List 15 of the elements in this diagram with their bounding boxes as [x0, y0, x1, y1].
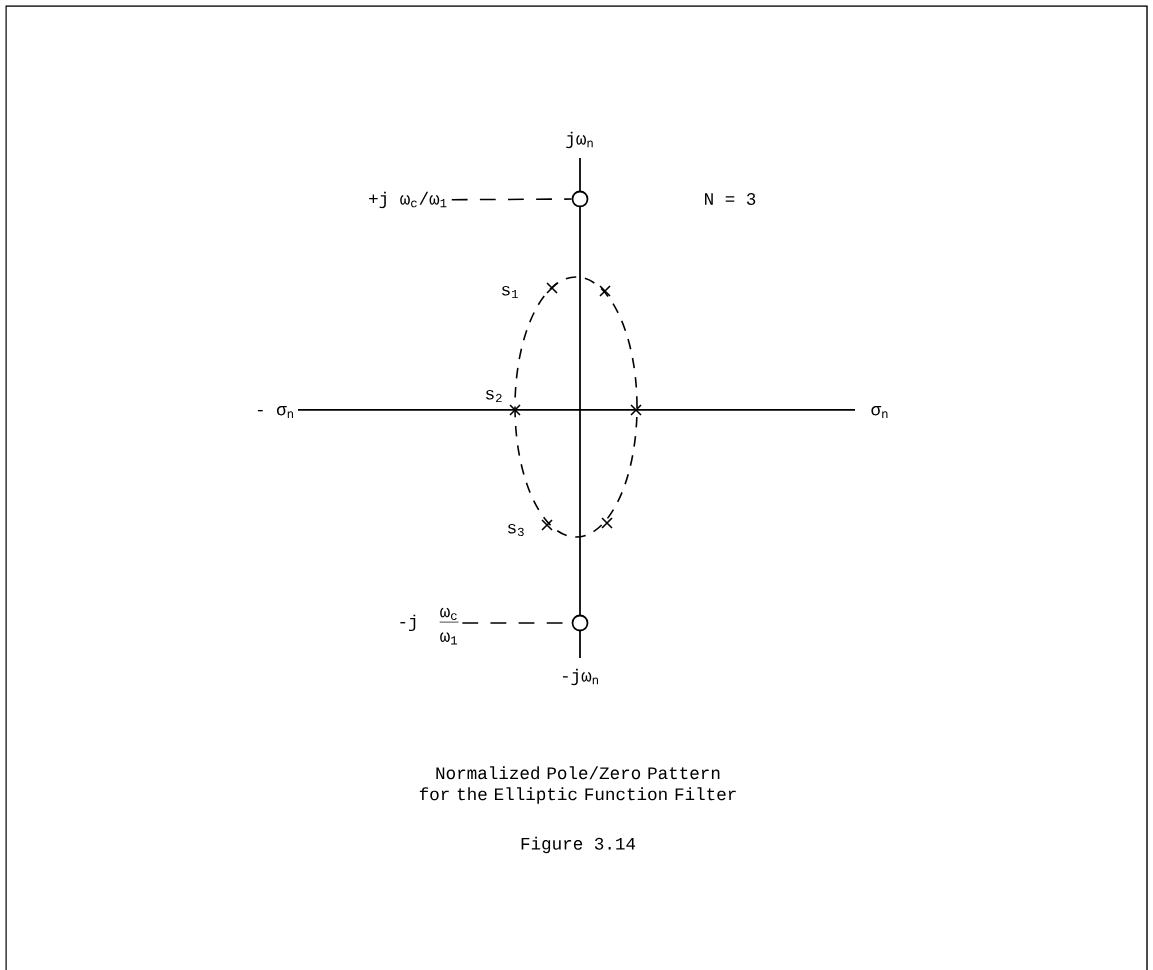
axis-label: σ$_{n}$ [871, 406, 888, 418]
caption: Normalized Pole/Zero Pattern for the Elliptic Function Filter [419, 766, 736, 804]
axis-label: -jω$_{n}$ [562, 668, 598, 686]
point-label: +j ω$_{c}$/ω$_{1}$ [369, 191, 447, 209]
zero-mark [571, 614, 589, 632]
axis-label: - σ$_{n}$ [257, 406, 293, 418]
pole-label: s$_{1}$ [502, 285, 518, 299]
point-label: -j ω$_{c}$ ω$_{1}$ [400, 607, 459, 645]
leader-line [450, 198, 573, 201]
pole-label: s$_{2}$ [486, 389, 502, 403]
figure-number: Figure 3.14 [521, 836, 636, 854]
axis-label: jω$_{n}$ [566, 131, 593, 149]
pole-label: s$_{3}$ [508, 523, 524, 537]
zero-mark [571, 190, 589, 208]
order-label: N = 3 [705, 193, 756, 205]
